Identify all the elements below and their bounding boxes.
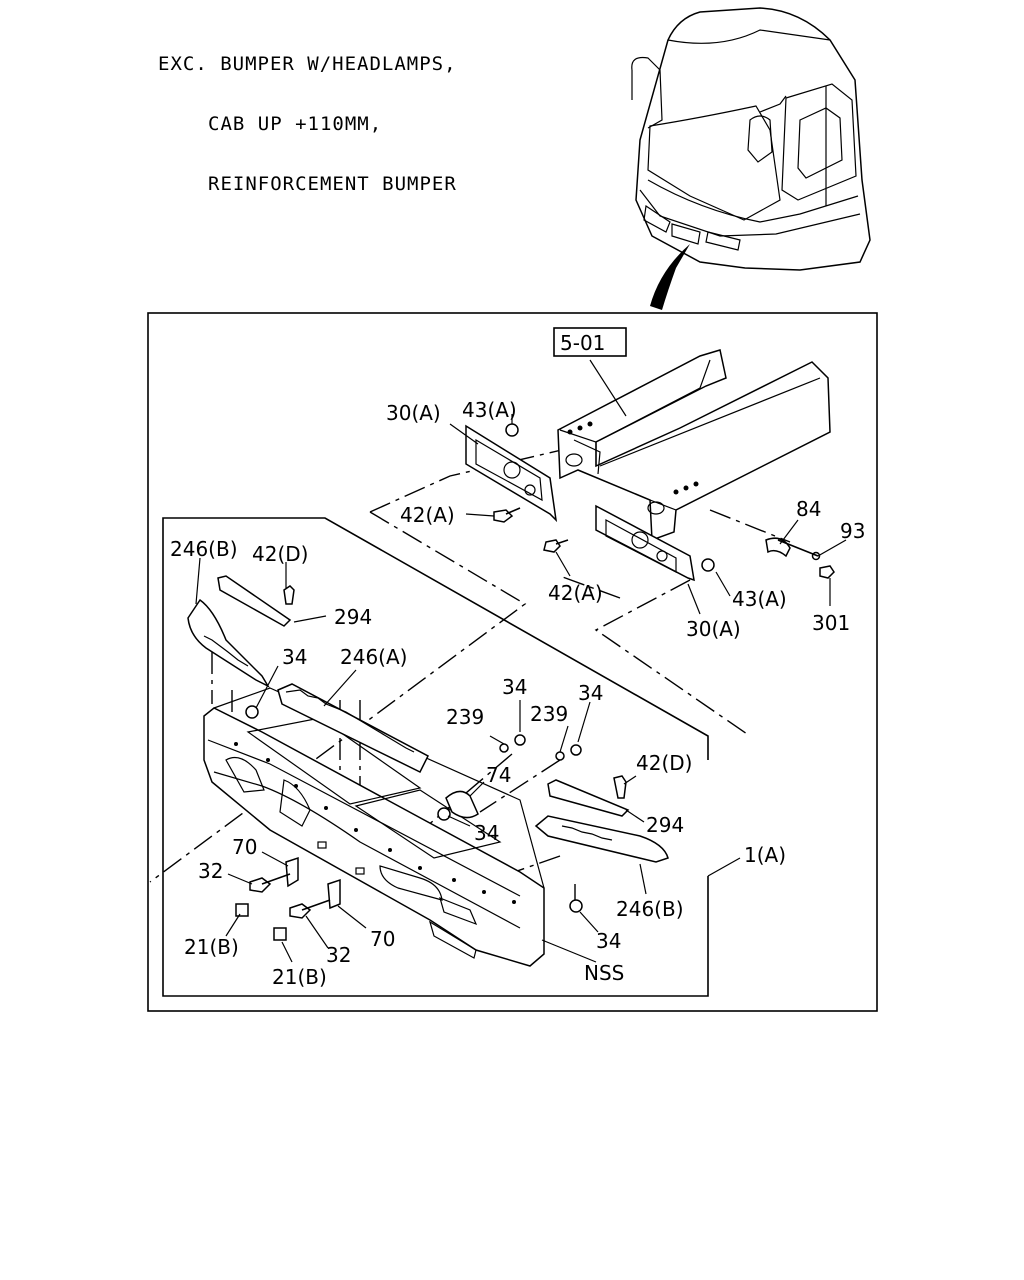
label-246b-right: 246(B) [616,897,684,921]
header-line-3: REINFORCEMENT BUMPER [208,173,457,195]
label-42d-right: 42(D) [636,751,692,775]
outer-frame [147,312,878,1012]
strip-294-left [217,575,295,627]
side-panel-246b-left [187,598,270,688]
label-34-b: 34 [502,675,527,699]
header-line-2: CAB UP +110MM, [208,113,383,135]
label-239-b: 239 [530,702,568,726]
label-301: 301 [812,611,850,635]
label-21b-b: 21(B) [272,965,327,989]
label-84: 84 [796,497,821,521]
label-74: 74 [486,763,511,787]
label-42d-top: 42(D) [252,542,308,566]
label-30a-top: 30(A) [386,401,441,425]
label-246b-top: 246(B) [170,537,238,561]
label-21b-a: 21(B) [184,935,239,959]
label-70-b: 70 [370,927,395,951]
label-43a-top: 43(A) [462,398,517,422]
bumper-body-drawing [203,687,545,967]
ref-box-label: 5-01 [560,331,605,355]
label-70-a: 70 [232,835,257,859]
bumper-assembly-frame [162,517,709,997]
ref-box [553,327,627,357]
side-panel-246b-right [534,815,669,863]
label-34-a: 34 [282,645,307,669]
label-34-c: 34 [578,681,603,705]
bracket-30a-right [595,504,695,582]
label-30a-bottom: 30(A) [686,617,741,641]
label-32-b: 32 [326,943,351,967]
label-42a-bottom: 42(A) [548,581,603,605]
label-294-top: 294 [334,605,372,629]
label-nss: NSS [584,961,624,985]
truck-cab-drawing [631,7,871,310]
fasteners [493,423,835,579]
grille-246a [277,683,429,774]
chassis-frame-drawing [557,349,831,542]
label-32-a: 32 [198,859,223,883]
label-34-e: 34 [596,929,621,953]
label-239-a: 239 [446,705,484,729]
label-246a: 246(A) [340,645,407,669]
label-43a-right: 43(A) [732,587,787,611]
header-note: EXC. BUMPER W/HEADLAMPS, CAB UP +110MM, … [158,14,457,214]
strip-294-right [547,775,630,817]
label-34-d: 34 [474,821,499,845]
header-line-1: EXC. BUMPER W/HEADLAMPS, [158,53,457,75]
label-1a: 1(A) [744,843,786,867]
bracket-30a-left [465,424,558,523]
label-93: 93 [840,519,865,543]
label-294-right: 294 [646,813,684,837]
label-42a-left: 42(A) [400,503,455,527]
leader-lines [195,359,847,963]
